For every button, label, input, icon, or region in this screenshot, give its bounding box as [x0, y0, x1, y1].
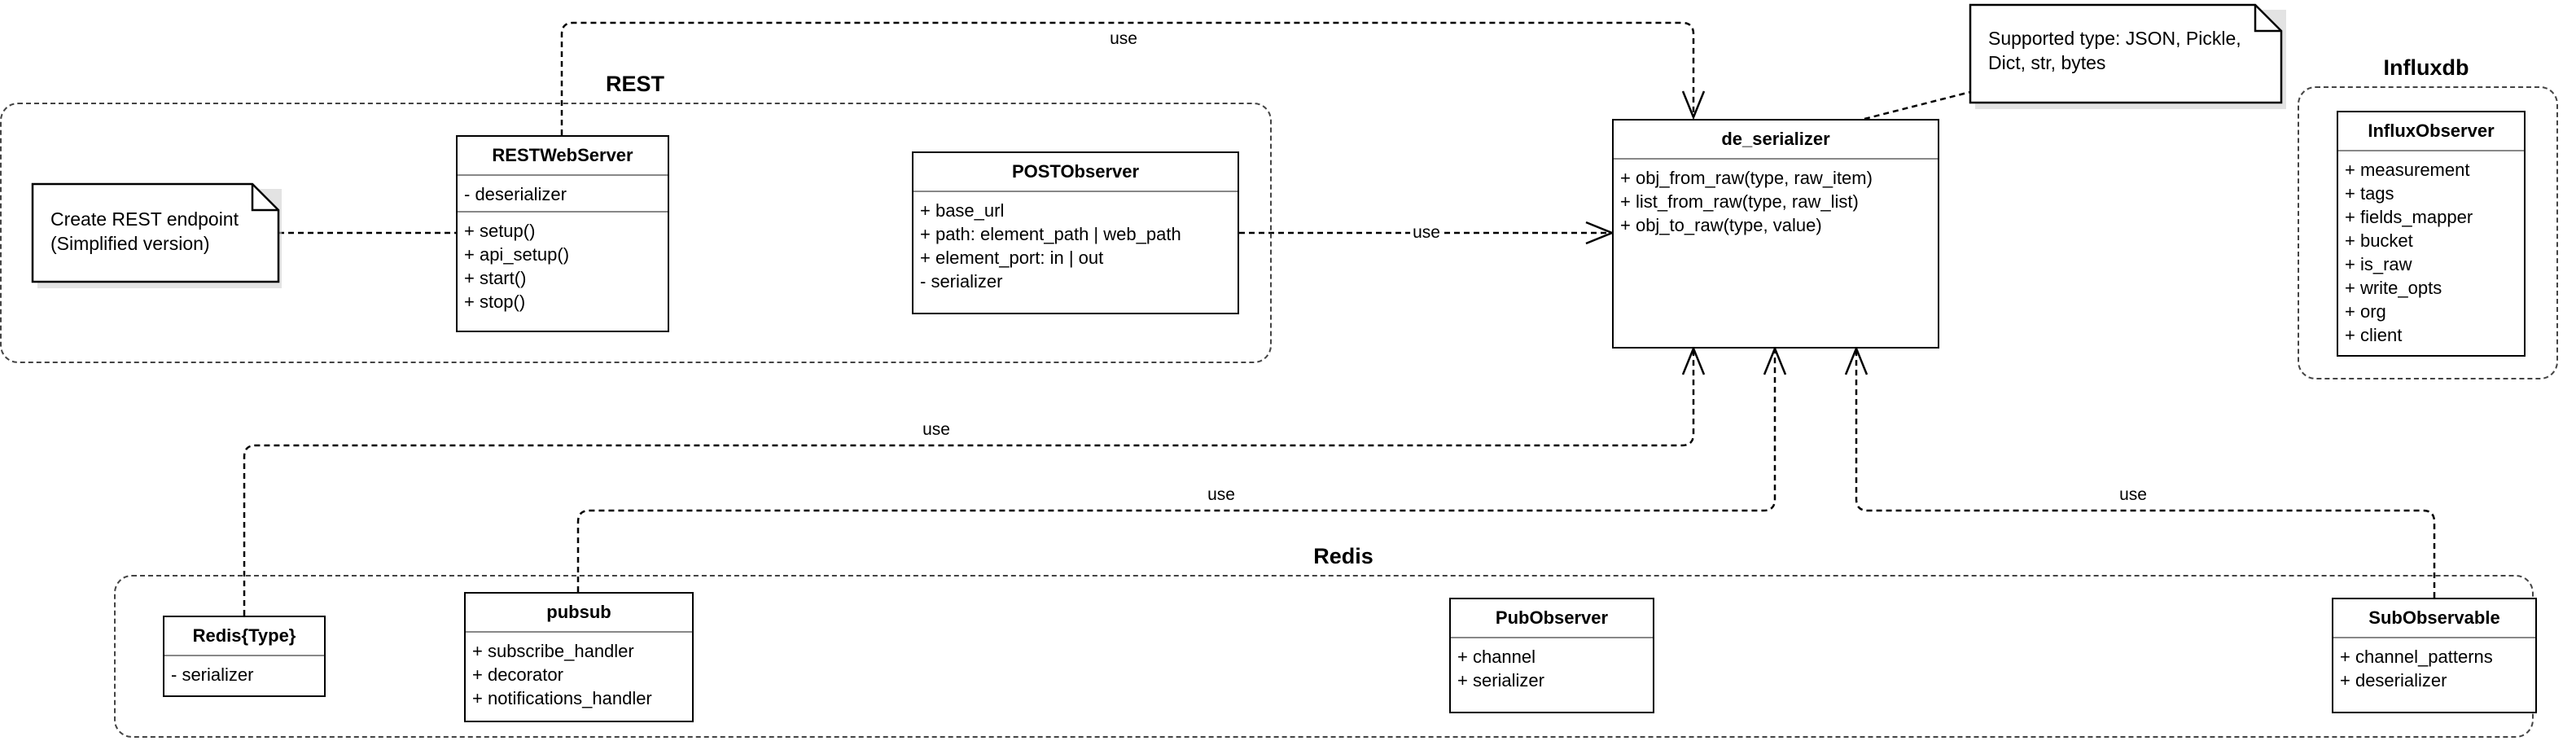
rest-web-server-name: RESTWebServer — [492, 145, 633, 165]
rest-note-line-1: Create REST endpoint — [50, 208, 239, 230]
influxdb-package-title: Influxdb — [2383, 55, 2469, 80]
sub-observable-class: SubObservable + channel_patterns + deser… — [2332, 598, 2537, 713]
pub-observer-class: PubObserver + channel + serializer — [1449, 598, 1654, 713]
pubsub-attributes: + subscribe_handler + decorator + notifi… — [466, 631, 692, 715]
sub-observable-attribute: + channel_patterns — [2340, 647, 2493, 667]
pubsub-attribute: + notifications_handler — [472, 688, 652, 708]
influx-observer-class: InfluxObserver + measurement + tags + fi… — [2337, 111, 2526, 357]
post-observer-attribute: + element_port: in | out — [920, 248, 1104, 268]
rest-server-use-line — [560, 21, 1706, 135]
rest-note-shape — [31, 182, 282, 288]
rest-server-use-label: use — [1107, 29, 1140, 49]
pub-observer-attributes: + channel + serializer — [1451, 637, 1653, 697]
post-observer-attribute: + base_url — [920, 200, 1005, 221]
pub-observer-name: PubObserver — [1495, 607, 1609, 628]
pubsub-use-label: use — [1205, 485, 1238, 505]
pubsub-attribute: + decorator — [472, 664, 563, 685]
sub-observable-name: SubObservable — [2368, 607, 2500, 628]
de-serializer-member: + obj_to_raw(type, value) — [1620, 215, 1822, 235]
rest-web-server-method: + api_setup() — [464, 244, 570, 265]
post-observer-class: POSTObserver + base_url + path: element_… — [912, 151, 1239, 314]
influx-observer-attribute: + fields_mapper — [2345, 207, 2473, 227]
rest-web-server-attribute: - deserializer — [464, 184, 567, 204]
sub-observable-attributes: + channel_patterns + deserializer — [2333, 637, 2535, 697]
influx-observer-attribute: + measurement — [2345, 160, 2470, 180]
de-serializer-name: de_serializer — [1721, 129, 1830, 149]
redis-type-attribute: - serializer — [171, 664, 254, 685]
redis-package-title: Redis — [1313, 544, 1373, 568]
post-observer-use-label: use — [1410, 223, 1443, 243]
types-note: Supported type: JSON, Pickle, Dict, str,… — [1969, 3, 2286, 109]
influx-observer-attribute: + write_opts — [2345, 278, 2442, 298]
rest-web-server-method: + setup() — [464, 221, 536, 241]
redis-type-use-label: use — [920, 420, 953, 440]
pubsub-name: pubsub — [546, 602, 611, 622]
influx-observer-attribute: + tags — [2345, 183, 2394, 204]
rest-package — [0, 103, 1272, 363]
rest-note-line-2: (Simplified version) — [50, 233, 210, 254]
de-serializer-member: + list_from_raw(type, raw_list) — [1620, 191, 1859, 212]
redis-type-attributes: - serializer — [164, 655, 324, 691]
sub-observable-attribute: + deserializer — [2340, 670, 2447, 691]
rest-web-server-attributes: - deserializer — [458, 174, 668, 211]
influxdb-package — [2298, 86, 2558, 379]
rest-package-title: REST — [605, 72, 665, 96]
redis-type-class: Redis{Type} - serializer — [163, 616, 326, 697]
post-observer-attributes: + base_url + path: element_path | web_pa… — [913, 191, 1238, 298]
rest-web-server-class: RESTWebServer - deserializer + setup() +… — [456, 135, 669, 332]
post-observer-name: POSTObserver — [1011, 161, 1140, 182]
pubsub-use-line — [576, 345, 1787, 592]
types-note-anchor-line — [1864, 90, 1974, 121]
influx-observer-attribute: + is_raw — [2345, 254, 2412, 274]
influx-observer-attribute: + client — [2345, 325, 2403, 345]
influx-observer-attribute: + bucket — [2345, 230, 2413, 251]
post-observer-attribute: - serializer — [920, 271, 1003, 292]
de-serializer-member: + obj_from_raw(type, raw_item) — [1620, 168, 1873, 188]
redis-type-name: Redis{Type} — [192, 625, 296, 646]
rest-web-server-method: + start() — [464, 268, 527, 288]
influx-observer-attributes: + measurement + tags + fields_mapper + b… — [2338, 150, 2524, 352]
de-serializer-class: de_serializer + obj_from_raw(type, raw_i… — [1612, 119, 1939, 349]
sub-observable-use-label: use — [2117, 485, 2149, 505]
de-serializer-members: + obj_from_raw(type, raw_item) + list_fr… — [1614, 158, 1938, 242]
types-note-line-2: Dict, str, bytes — [1988, 52, 2106, 73]
influx-observer-name: InfluxObserver — [2368, 121, 2495, 141]
pub-observer-attribute: + serializer — [1457, 670, 1544, 691]
influx-observer-attribute: + org — [2345, 301, 2386, 322]
types-note-shape — [1969, 3, 2286, 109]
rest-web-server-method: + stop() — [464, 292, 526, 312]
types-note-line-1: Supported type: JSON, Pickle, — [1988, 28, 2241, 49]
pub-observer-attribute: + channel — [1457, 647, 1536, 667]
post-observer-attribute: + path: element_path | web_path — [920, 224, 1181, 244]
sub-observable-use-line — [1844, 345, 2436, 598]
rest-web-server-methods: + setup() + api_setup() + start() + stop… — [458, 211, 668, 318]
redis-type-use-line — [243, 345, 1706, 616]
rest-note: Create REST endpoint (Simplified version… — [31, 182, 282, 288]
pubsub-attribute: + subscribe_handler — [472, 641, 634, 661]
pubsub-class: pubsub + subscribe_handler + decorator +… — [464, 592, 694, 722]
